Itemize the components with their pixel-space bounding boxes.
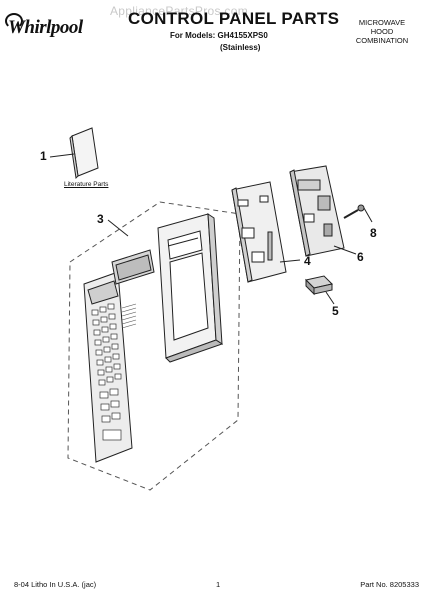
display-window bbox=[111, 249, 155, 285]
category-line-3: COMBINATION bbox=[355, 36, 409, 45]
literature-parts-label: Literature Parts bbox=[64, 181, 109, 188]
mounting-screw bbox=[343, 204, 373, 223]
callout-5: 5 bbox=[332, 304, 339, 318]
category-line-2: HOOD bbox=[370, 27, 394, 36]
whirlpool-logo-mark bbox=[5, 13, 23, 29]
part-number: Part No. 8205333 bbox=[360, 580, 419, 589]
connector-clip bbox=[305, 275, 335, 305]
print-info: 8-04 Litho In U.S.A. (jac) bbox=[14, 580, 97, 589]
callout-6: 6 bbox=[357, 250, 364, 264]
brand-logo: Whirlpool bbox=[8, 17, 83, 38]
model-line: For Models: GH4155XPS0 bbox=[170, 31, 268, 40]
control-bracket bbox=[231, 181, 301, 283]
assembly-outline bbox=[67, 201, 241, 491]
literature-booklet bbox=[49, 127, 99, 180]
keypad-membrane bbox=[83, 271, 137, 463]
control-panel-frame bbox=[157, 213, 224, 363]
page-title: CONTROL PANEL PARTS bbox=[128, 9, 340, 28]
callout-4: 4 bbox=[304, 254, 311, 268]
control-circuit-board bbox=[289, 165, 357, 257]
callout-8: 8 bbox=[370, 226, 377, 240]
watermark: AppliancePartsPros.com bbox=[110, 4, 248, 18]
category-line-1: MICROWAVE bbox=[358, 18, 406, 27]
callout-1: 1 bbox=[40, 149, 47, 163]
finish-line: (Stainless) bbox=[220, 43, 261, 52]
callout-3: 3 bbox=[97, 212, 104, 226]
page-number: 1 bbox=[216, 580, 221, 589]
